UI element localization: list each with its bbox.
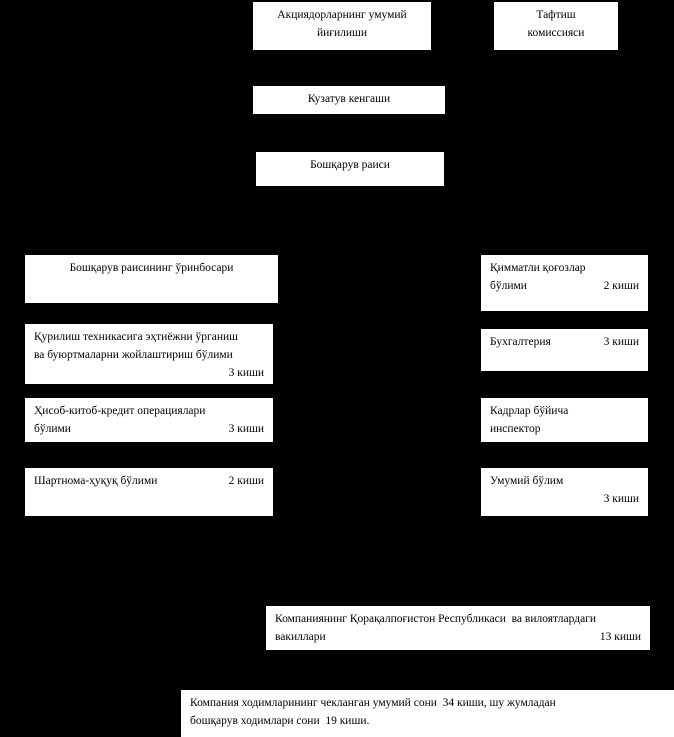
regional-representatives-line-1: Компаниянинг Қорақалпоғистон Республикас… [275, 613, 597, 625]
node-hr-inspector: Кадрлар бўйича инспектор [481, 398, 648, 442]
securities-dept-count: 2 киши [603, 279, 639, 292]
securities-dept-line-1: Қимматли қоғозлар [490, 262, 586, 274]
deputy-chairman-label: Бошқарув раисининг ўринбосари [69, 262, 234, 274]
construction-equipment-dept-line-1: Қурилиш техникасига эҳтиёжни ўрганиш [34, 331, 239, 343]
regional-representatives-count: 13 киши [599, 630, 641, 643]
contract-legal-dept-row: Шартнома-ҳуқуқ бўлими 2 киши [34, 473, 264, 491]
supervisory-board-label: Кузатув кенгаши [307, 93, 391, 105]
audit-commission-line-2: комиссияси [527, 26, 585, 39]
node-supervisory-board: Кузатув кенгаши [253, 86, 445, 114]
audit-commission-line-1: Тафтиш [536, 9, 576, 21]
node-board-chairman: Бошқарув раиси [256, 152, 444, 186]
shareholders-meeting-line-2: йиғилиши [316, 26, 368, 39]
securities-dept-label: бўлими [490, 279, 527, 292]
hr-inspector-line-2: инспектор [490, 422, 541, 435]
node-securities-dept: Қимматли қоғозлар бўлими 2 киши [481, 255, 648, 311]
staff-summary-line-2: бошқарув ходимлари сони 19 киши. [190, 714, 370, 727]
accounting-credit-dept-count: 3 киши [228, 422, 264, 435]
contract-legal-dept-count: 2 киши [228, 475, 264, 487]
node-regional-representatives: Компаниянинг Қорақалпоғистон Республикас… [266, 606, 650, 650]
securities-dept-row: бўлими 2 киши [490, 278, 639, 296]
node-general-dept: Умумий бўлим 3 киши [481, 468, 648, 516]
node-shareholders-meeting: Акциядорларнинг умумий йиғилиши [253, 2, 431, 50]
node-contract-legal-dept: Шартнома-ҳуқуқ бўлими 2 киши [25, 468, 273, 516]
node-accounting-credit-dept: Ҳисоб-китоб-кредит операциялари бўлими 3… [25, 398, 273, 442]
accounting-credit-dept-line-1: Ҳисоб-китоб-кредит операциялари [34, 405, 206, 417]
hr-inspector-line-1: Кадрлар бўйича [490, 405, 569, 417]
node-staff-summary: Компания ходимларининг чекланган умумий … [181, 690, 674, 737]
bookkeeping-dept-count: 3 киши [603, 336, 639, 348]
shareholders-meeting-line-1: Акциядорларнинг умумий [277, 9, 407, 21]
regional-representatives-label: вакиллари [275, 630, 326, 643]
node-construction-equipment-dept: Қурилиш техникасига эҳтиёжни ўрганиш ва … [25, 324, 273, 384]
accounting-credit-dept-label: бўлими [34, 422, 71, 435]
contract-legal-dept-label: Шартнома-ҳуқуқ бўлими [34, 475, 158, 487]
staff-summary-line-1: Компания ходимларининг чекланган умумий … [190, 697, 556, 709]
construction-equipment-dept-count: 3 киши [228, 366, 264, 379]
node-audit-commission: Тафтиш комиссияси [494, 2, 618, 50]
accounting-credit-dept-row: бўлими 3 киши [34, 421, 264, 439]
general-dept-count: 3 киши [603, 492, 639, 505]
regional-representatives-row: вакиллари 13 киши [275, 629, 641, 647]
construction-equipment-dept-line-2: ва буюртмаларни жойлаштириш бўлими [34, 348, 233, 361]
bookkeeping-dept-label: Бухгалтерия [490, 336, 551, 348]
board-chairman-label: Бошқарув раиси [310, 159, 390, 171]
bookkeeping-dept-row: Бухгалтерия 3 киши [490, 334, 639, 352]
node-bookkeeping-dept: Бухгалтерия 3 киши [481, 329, 648, 371]
node-deputy-chairman: Бошқарув раисининг ўринбосари [25, 255, 278, 303]
general-dept-label: Умумий бўлим [490, 475, 564, 487]
